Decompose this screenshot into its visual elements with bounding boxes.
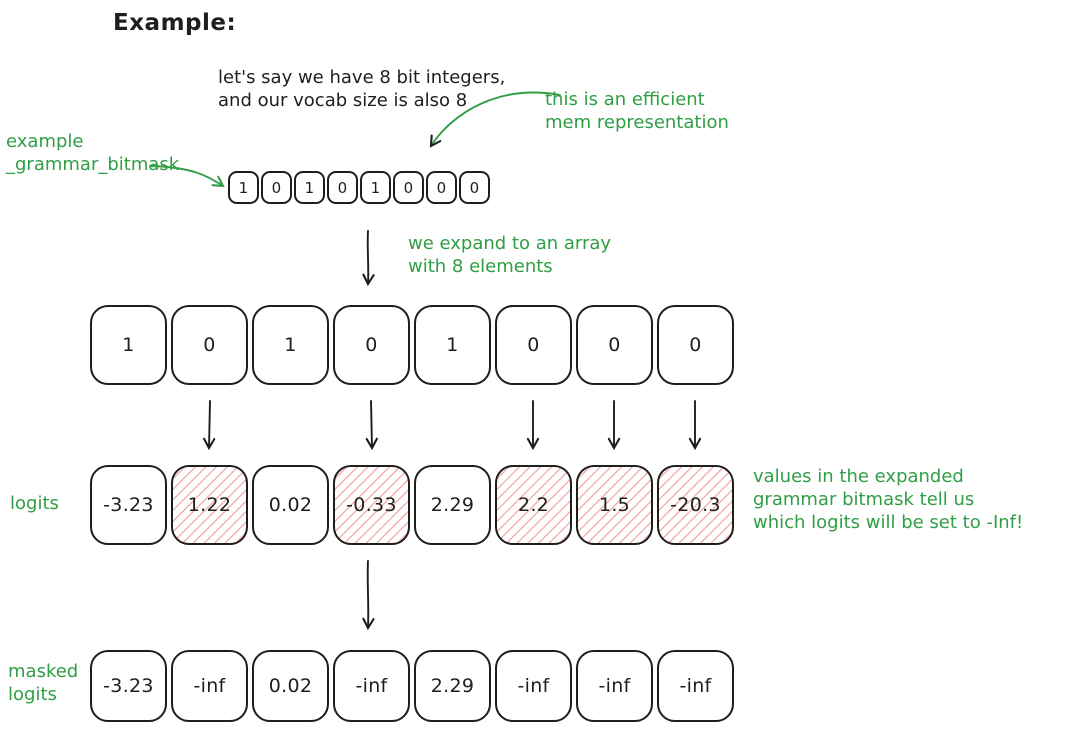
expanded-bitmask-cell: 1 (252, 305, 329, 385)
intro-note-line1: let's say we have 8 bit integers, (218, 67, 506, 88)
diagram-title: Example: (113, 10, 237, 36)
expanded-bitmask-cell: 0 (576, 305, 653, 385)
mem-representation-note: this is an efficient mem representation (545, 88, 729, 134)
mask-pointer-arrow-1 (203, 400, 216, 451)
masked-logit-cell: -inf (657, 650, 734, 722)
logit-cell: 2.29 (414, 465, 491, 545)
expanded-bitmask-cell: 0 (333, 305, 410, 385)
masked-logit-cell: -inf (171, 650, 248, 722)
compact-bitmask-row: 1 0 1 0 1 0 0 0 (228, 171, 490, 204)
mask-explanation-line3: which logits will be set to -Inf! (753, 512, 1024, 533)
masked-logit-cell: -3.23 (90, 650, 167, 722)
compact-bitmask-cell: 1 (294, 171, 325, 204)
intro-note: let's say we have 8 bit integers, and ou… (218, 66, 505, 112)
expanded-bitmask-row: 1 0 1 0 1 0 0 0 (90, 305, 734, 385)
compact-bitmask-cell: 0 (426, 171, 457, 204)
intro-note-line2: and our vocab size is also 8 (218, 90, 468, 111)
logit-cell-masked: 2.2 (495, 465, 572, 545)
masked-logits-label-line1: masked (8, 661, 79, 682)
masked-logit-cell: -inf (333, 650, 410, 722)
masked-logits-row: -3.23 -inf 0.02 -inf 2.29 -inf -inf -inf (90, 650, 734, 722)
expand-note: we expand to an array with 8 elements (408, 232, 611, 278)
expanded-bitmask-cell: 0 (657, 305, 734, 385)
expand-note-line2: with 8 elements (408, 256, 553, 277)
masked-logit-cell: -inf (495, 650, 572, 722)
mem-representation-line2: mem representation (545, 112, 729, 133)
compact-bitmask-cell: 0 (327, 171, 358, 204)
compact-bitmask-cell: 0 (459, 171, 490, 204)
expanded-bitmask-cell: 0 (495, 305, 572, 385)
compact-bitmask-cell: 0 (261, 171, 292, 204)
mask-explanation-line2: grammar bitmask tell us (753, 489, 975, 510)
mask-explanation-line1: values in the expanded (753, 466, 964, 487)
apply-mask-arrow (362, 560, 375, 631)
masked-logits-label-line2: logits (8, 684, 57, 705)
compact-bitmask-cell: 1 (360, 171, 391, 204)
compact-bitmask-cell: 0 (393, 171, 424, 204)
logits-row: -3.23 1.22 0.02 -0.33 2.29 2.2 1.5 -20.3 (90, 465, 734, 545)
logit-cell-masked: -20.3 (657, 465, 734, 545)
expanded-bitmask-cell: 0 (171, 305, 248, 385)
masked-logit-cell: 0.02 (252, 650, 329, 722)
logit-cell-masked: -0.33 (333, 465, 410, 545)
logit-cell-masked: 1.22 (171, 465, 248, 545)
mask-explanation-note: values in the expanded grammar bitmask t… (753, 465, 1023, 534)
logits-label: logits (10, 493, 59, 514)
logit-cell: 0.02 (252, 465, 329, 545)
logit-cell: -3.23 (90, 465, 167, 545)
mem-representation-line1: this is an efficient (545, 89, 705, 110)
expand-arrow (362, 230, 375, 287)
grammar-bitmask-label-line2: _grammar_bitmask (6, 154, 180, 175)
grammar-bitmask-label: example _grammar_bitmask (6, 130, 179, 176)
masked-logit-cell: 2.29 (414, 650, 491, 722)
masked-logits-label: masked logits (8, 660, 78, 706)
masked-logit-cell: -inf (576, 650, 653, 722)
compact-bitmask-cell: 1 (228, 171, 259, 204)
logit-cell-masked: 1.5 (576, 465, 653, 545)
expanded-bitmask-cell: 1 (90, 305, 167, 385)
grammar-bitmask-label-line1: example (6, 131, 84, 152)
mask-pointer-arrow-2 (365, 400, 378, 451)
expanded-bitmask-cell: 1 (414, 305, 491, 385)
expand-note-line1: we expand to an array (408, 233, 612, 254)
